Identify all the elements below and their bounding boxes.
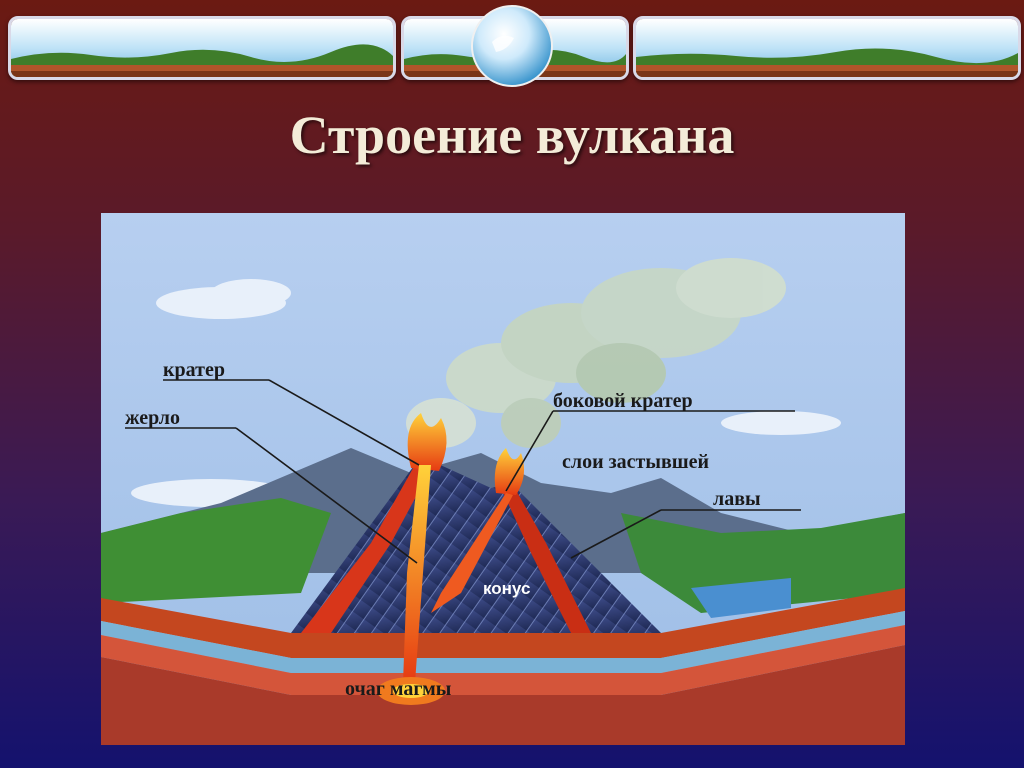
crust-layer-rock xyxy=(101,625,905,695)
lake xyxy=(691,578,791,618)
crust-layer-water xyxy=(101,611,905,673)
leader-lines xyxy=(125,379,801,564)
globe-icon xyxy=(471,5,553,87)
label-lava-layers-1: слои застывшей xyxy=(562,451,709,473)
volcano-diagram: кратер жерло боковой кратер слои застывш… xyxy=(101,213,905,745)
label-vent: жерло xyxy=(125,407,180,429)
lava-flow-right xyxy=(501,485,591,633)
crust-layer-deep xyxy=(101,645,905,745)
crust-layer-surface xyxy=(101,588,905,658)
header-banner-right xyxy=(633,16,1021,80)
ground-surface xyxy=(101,498,331,603)
side-vent xyxy=(431,493,513,613)
page-title: Строение вулкана xyxy=(289,105,735,165)
label-side-crater: боковой кратер xyxy=(553,390,693,412)
volcano-vent xyxy=(403,465,431,683)
header-banner-left xyxy=(8,16,396,80)
label-lava-layers-2: лавы xyxy=(713,488,761,510)
magma-core xyxy=(393,684,429,698)
label-magma-chamber: очаг магмы xyxy=(345,678,452,700)
crater-eruption xyxy=(407,413,525,495)
label-cone: конус xyxy=(483,579,530,598)
label-crater: кратер xyxy=(163,359,225,381)
lava-flow xyxy=(301,463,426,633)
